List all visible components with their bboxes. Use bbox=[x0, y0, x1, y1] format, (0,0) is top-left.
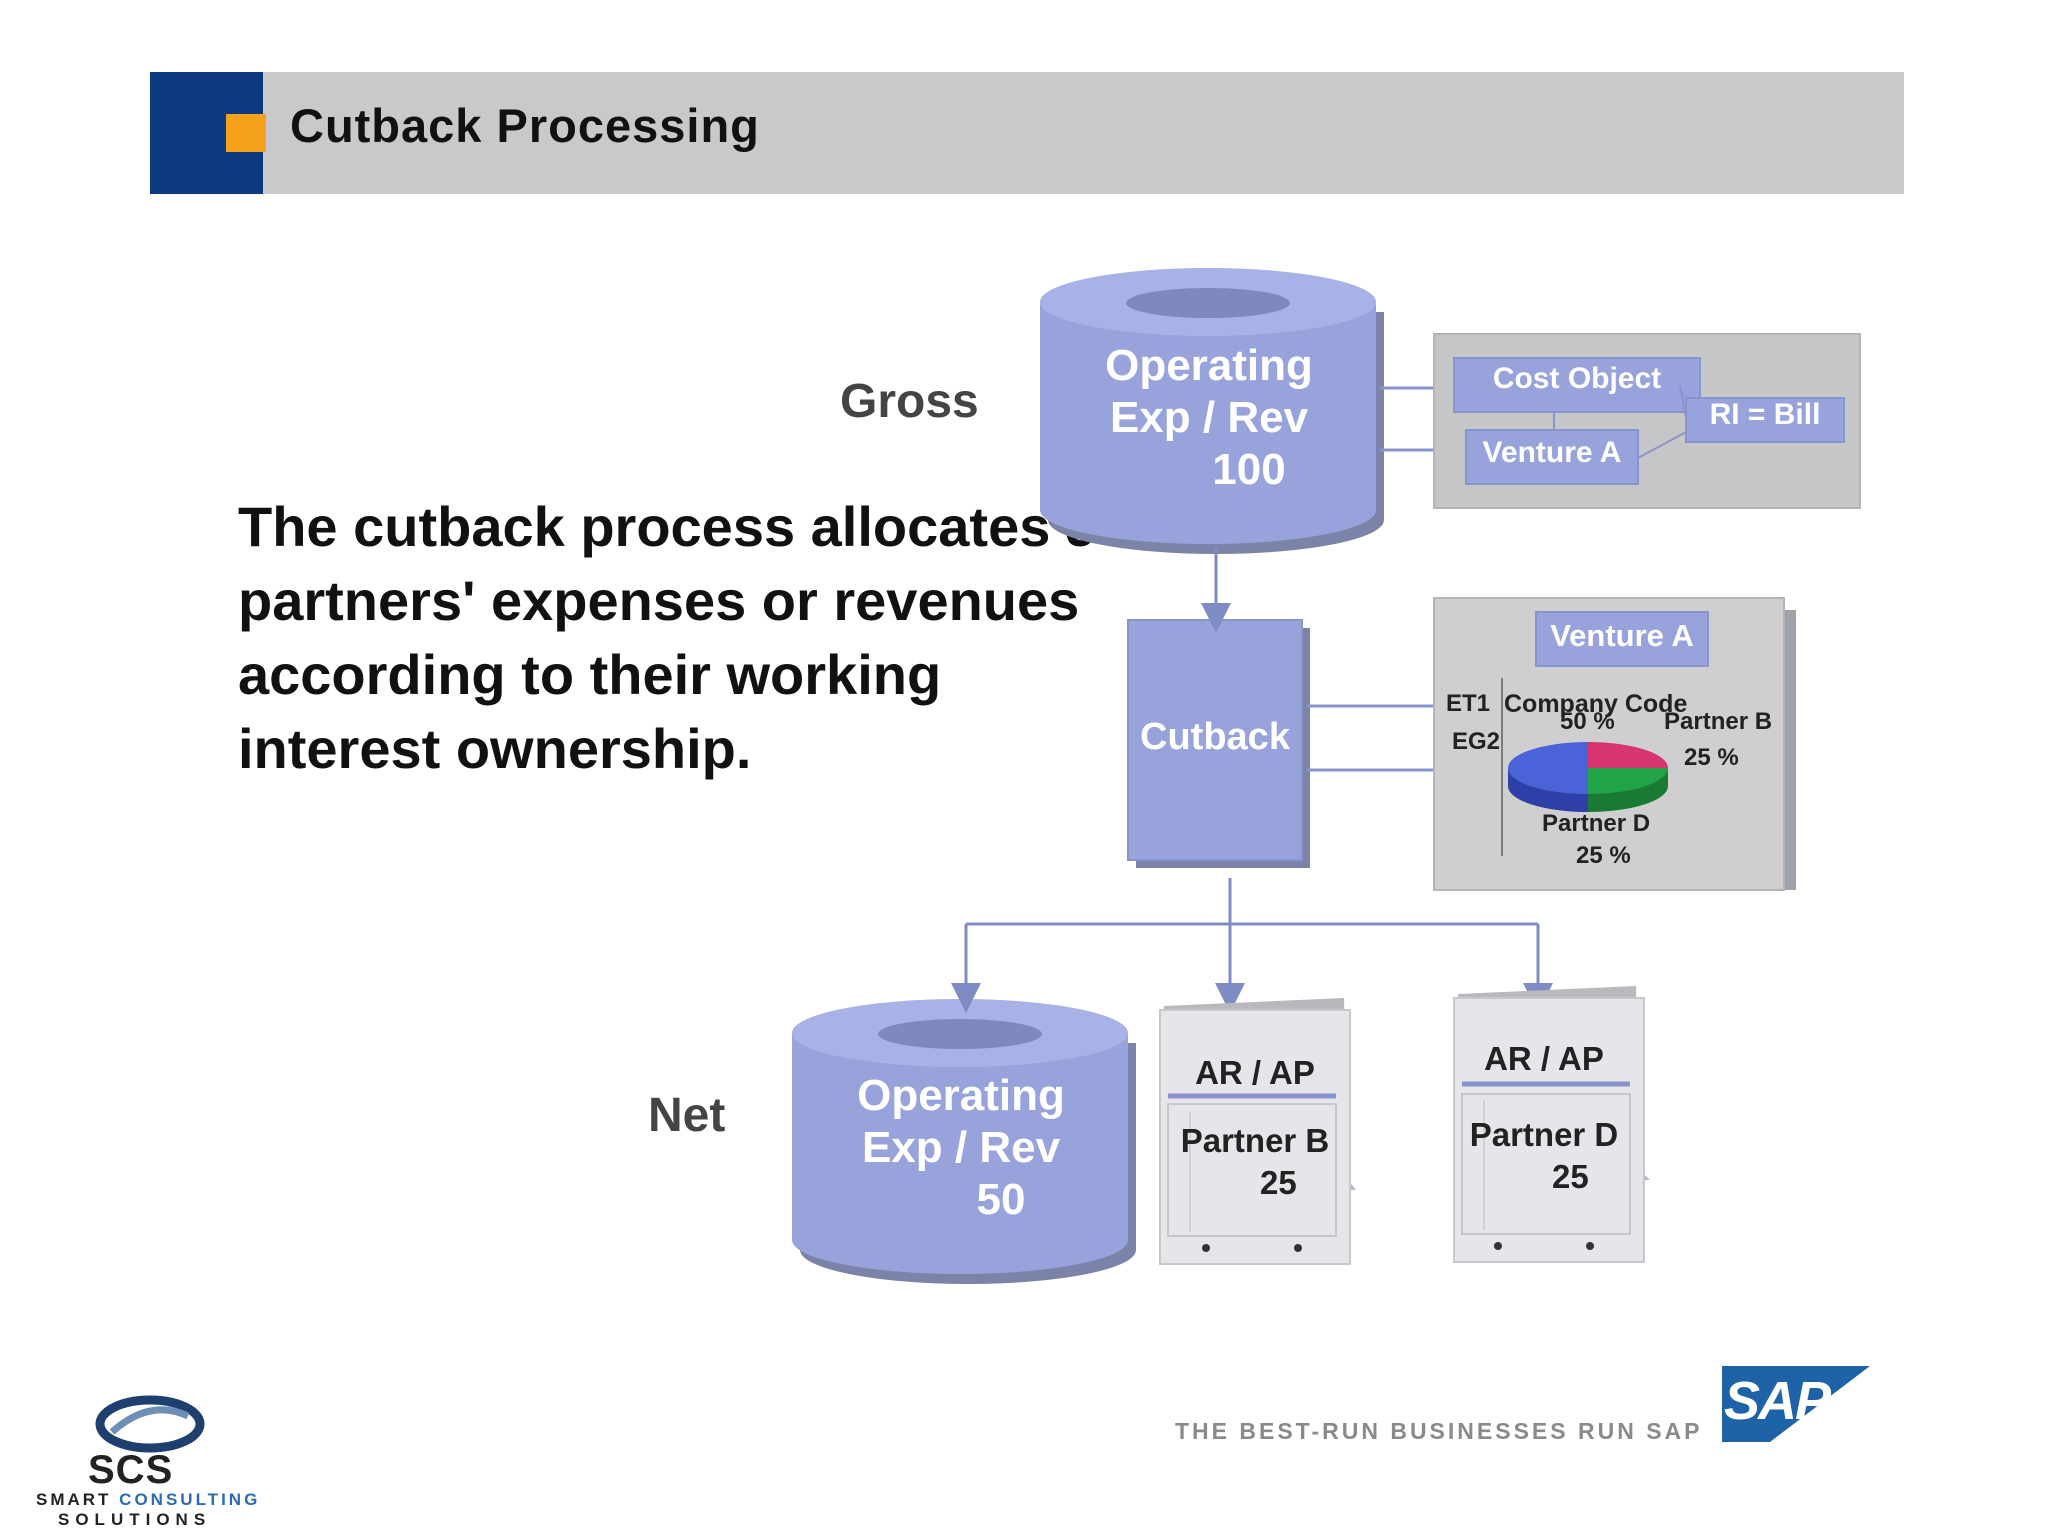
scs-smart-word: SMART bbox=[36, 1490, 120, 1509]
cutback-label: Cutback bbox=[1140, 716, 1290, 758]
title-accent-square bbox=[226, 114, 266, 152]
partner-b-pct: 25 % bbox=[1684, 744, 1739, 771]
cost-object-panel bbox=[1433, 333, 1861, 509]
net-label: Net bbox=[648, 1089, 726, 1142]
partner-b-label: Partner B bbox=[1664, 708, 1773, 735]
gross-store-line2: Exp / Rev bbox=[1109, 393, 1309, 442]
invoice-d-partner: Partner D bbox=[1469, 1116, 1619, 1153]
ri-bill-label: RI = Bill bbox=[1709, 398, 1821, 431]
gross-cylinder bbox=[1040, 268, 1384, 554]
et1-label: ET1 bbox=[1446, 690, 1491, 717]
gross-store-value: 100 bbox=[1212, 445, 1286, 494]
ownership-pie-chart bbox=[1508, 742, 1668, 812]
invoice-b-amount: 25 bbox=[1260, 1164, 1297, 1201]
pie-slice-partner-d bbox=[1588, 768, 1668, 794]
invoice-d-amount: 25 bbox=[1552, 1158, 1589, 1195]
description-text: The cutback process allocates JV partner… bbox=[238, 495, 1135, 780]
venture-a-cost-label: Venture A bbox=[1482, 436, 1622, 469]
invoice-b-type: AR / AP bbox=[1195, 1054, 1315, 1091]
invoice-partner-b bbox=[1159, 998, 1356, 1265]
venture-a-label: Venture A bbox=[1550, 618, 1694, 653]
partner-d-pct: 25 % bbox=[1576, 842, 1631, 869]
partner-d-label: Partner D bbox=[1542, 810, 1651, 837]
sap-logo bbox=[1722, 1366, 1870, 1442]
net-store-value: 50 bbox=[976, 1175, 1026, 1224]
net-store-label: Operating Exp / Rev 50 bbox=[816, 1070, 1106, 1226]
invoice-d-type: AR / AP bbox=[1484, 1040, 1604, 1077]
scs-tagline-line1: SMART CONSULTING bbox=[36, 1490, 260, 1510]
pie-slice-company-code bbox=[1508, 742, 1588, 794]
scs-logo-mark bbox=[95, 1395, 205, 1453]
company-code-label: Company Code bbox=[1504, 690, 1688, 718]
net-store-line2: Exp / Rev bbox=[861, 1123, 1061, 1172]
scs-consulting-word: CONSULTING bbox=[119, 1490, 261, 1509]
cost-object-label: Cost Object bbox=[1492, 362, 1662, 395]
net-cylinder bbox=[792, 999, 1136, 1284]
company-code-pct: 50 % bbox=[1560, 708, 1615, 735]
net-store-line1: Operating bbox=[857, 1071, 1065, 1120]
gross-store-line1: Operating bbox=[1105, 341, 1313, 390]
footer-tagline: THE BEST-RUN BUSINESSES RUN SAP bbox=[1175, 1418, 1703, 1444]
gross-label: Gross bbox=[840, 375, 979, 428]
invoice-partner-d bbox=[1453, 986, 1650, 1263]
scs-tagline-line2: SOLUTIONS bbox=[58, 1510, 212, 1529]
invoice-b-partner: Partner B bbox=[1180, 1122, 1330, 1159]
gross-store-label: Operating Exp / Rev 100 bbox=[1064, 340, 1354, 496]
page-title: Cutback Processing bbox=[290, 99, 760, 152]
scs-logo-text: SCS bbox=[88, 1448, 174, 1492]
sap-logo-text: SAP bbox=[1724, 1371, 1831, 1431]
pie-slice-partner-b bbox=[1588, 742, 1668, 768]
cutback-box bbox=[1127, 619, 1303, 861]
venture-panel bbox=[1433, 597, 1796, 891]
title-bar bbox=[150, 72, 1904, 194]
eg2-label: EG2 bbox=[1452, 728, 1501, 755]
